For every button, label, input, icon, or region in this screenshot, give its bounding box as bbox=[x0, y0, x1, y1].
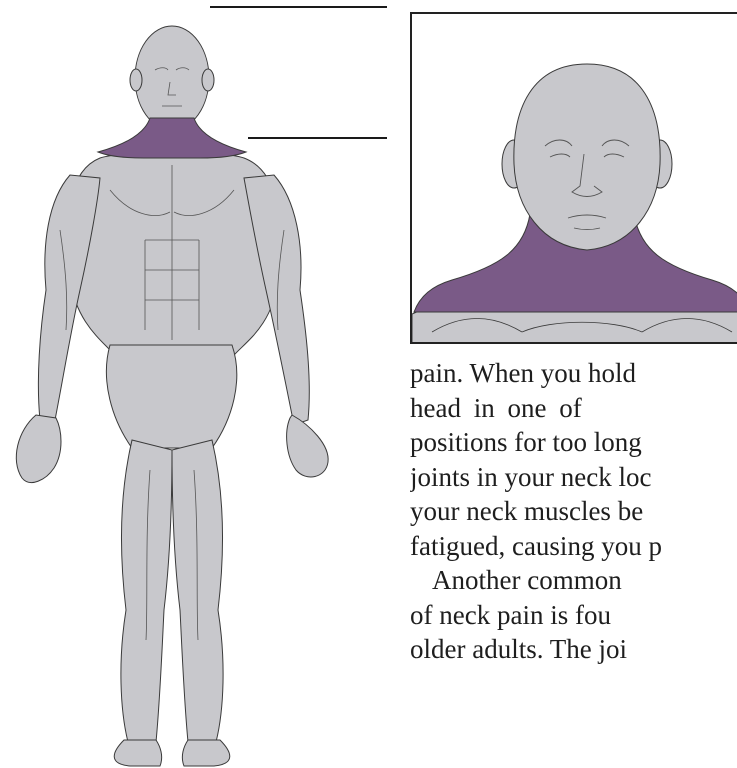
text-line: head in one of bbox=[410, 391, 737, 426]
text-line: older adults. The joi bbox=[410, 632, 737, 667]
text-line: Another common bbox=[410, 563, 737, 598]
neck-closeup-inset bbox=[410, 12, 737, 344]
text-line: your neck muscles be bbox=[410, 494, 737, 529]
text-line: of neck pain is fou bbox=[410, 598, 737, 633]
text-line: joints in your neck loc bbox=[410, 460, 737, 495]
body-text: pain. When you hold head in one of posit… bbox=[410, 356, 737, 667]
head-closeup-figure bbox=[412, 14, 737, 344]
text-line: pain. When you hold bbox=[410, 356, 737, 391]
text-line: fatigued, causing you p bbox=[410, 529, 737, 564]
text-line: positions for too long bbox=[410, 425, 737, 460]
full-body-figure bbox=[0, 0, 400, 768]
